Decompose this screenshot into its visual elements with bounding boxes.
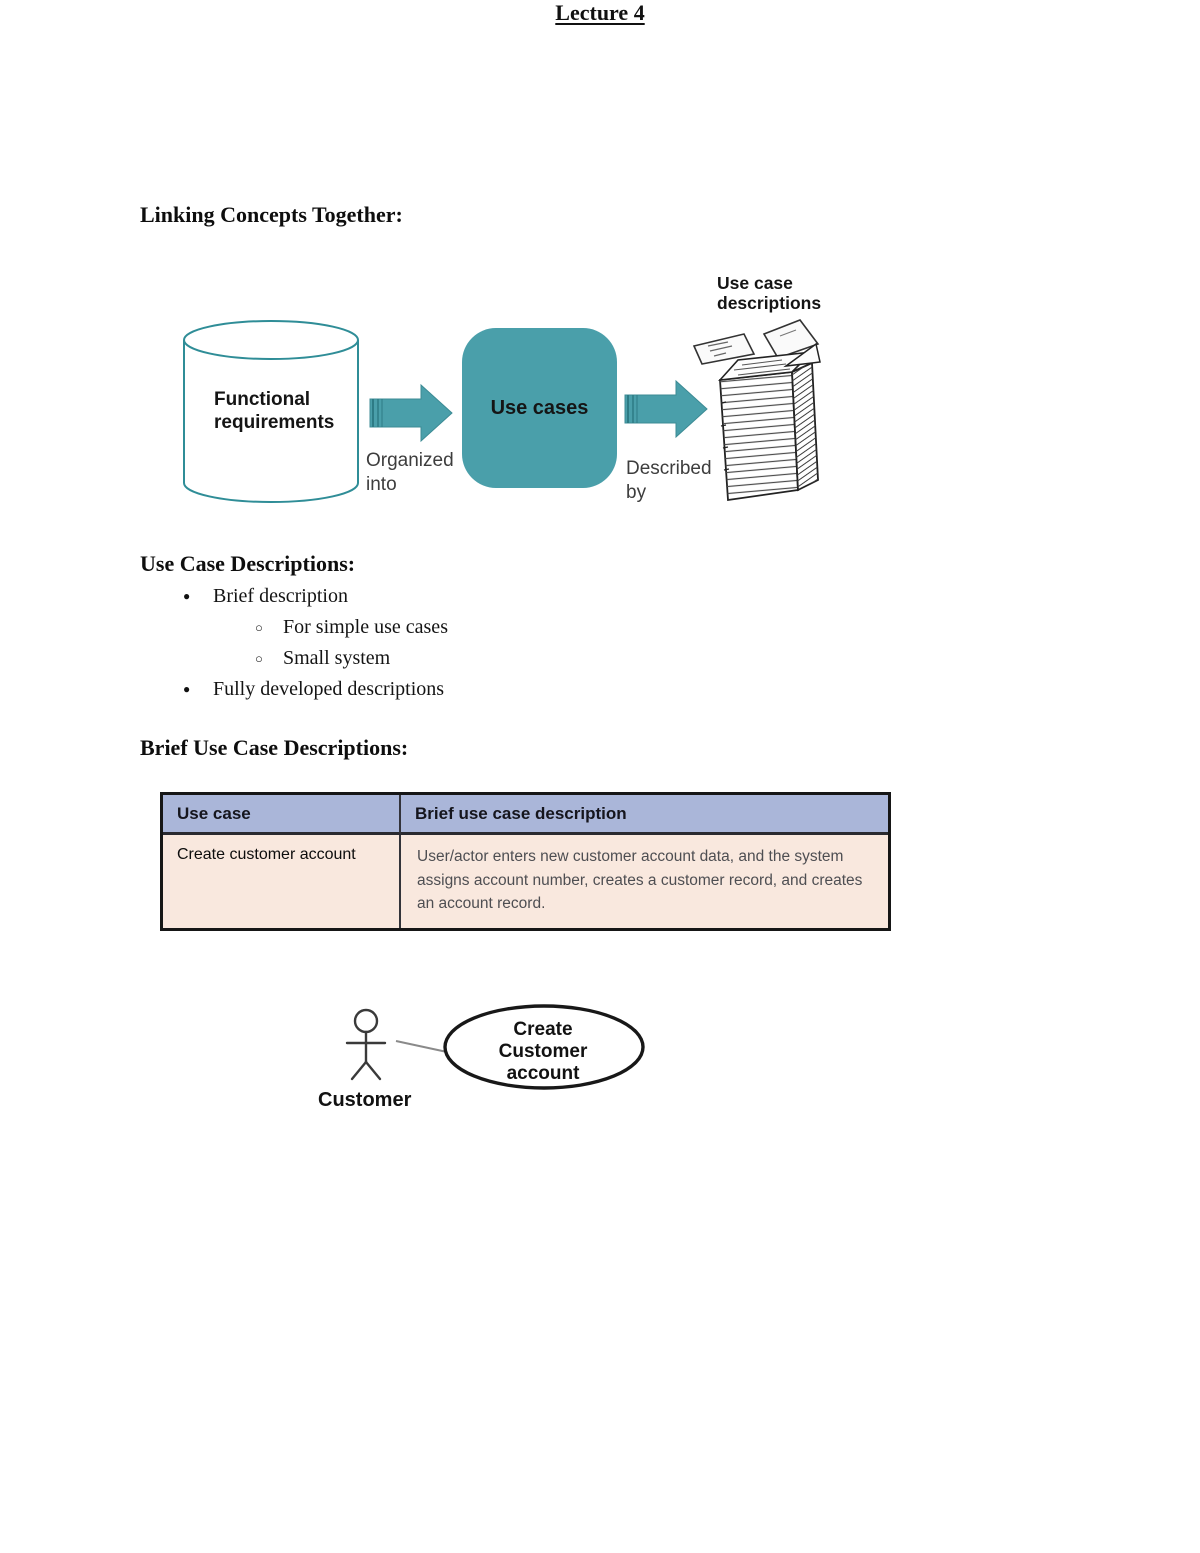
list-item: For simple use cases	[183, 612, 703, 643]
arrow-right-icon	[624, 379, 708, 439]
cylinder-top	[183, 320, 359, 360]
list-item-label: For simple use cases	[283, 616, 448, 638]
arrow-right-icon	[369, 383, 453, 443]
list-item: Fully developed descriptions	[183, 674, 703, 705]
use-case-ellipse-label: Create Customer account	[498, 1019, 588, 1084]
table-header-description: Brief use case description	[401, 795, 888, 835]
actor-label: Customer	[318, 1089, 412, 1111]
table-cell-description: User/actor enters new customer account d…	[401, 835, 888, 928]
list-item: Brief description	[183, 581, 703, 612]
association-line	[395, 1040, 448, 1053]
table-cell-use-case: Create customer account	[163, 835, 401, 928]
list-item-label: Small system	[283, 647, 391, 669]
loose-sheet-icon	[692, 333, 756, 365]
use-case-descriptions-list: Brief description For simple use cases S…	[183, 581, 703, 705]
uml-diagram-shapes	[345, 1004, 645, 1090]
actor-stick-figure-icon	[345, 1008, 387, 1081]
stack-body	[717, 342, 821, 502]
list-item-label: Fully developed descriptions	[213, 678, 445, 700]
page-title: Lecture 4	[555, 0, 645, 25]
brief-use-case-table: Use case Brief use case description Crea…	[160, 792, 891, 931]
use-case-ellipse	[443, 1004, 645, 1090]
list-item: Small system	[183, 643, 703, 674]
cylinder-body	[183, 340, 359, 503]
described-by-caption: Described by	[626, 458, 712, 503]
use-cases-label: Use cases	[490, 396, 589, 419]
loose-sheet-icon	[762, 319, 820, 359]
heading-brief-use-case-descriptions: Brief Use Case Descriptions:	[140, 735, 409, 760]
heading-use-case-descriptions: Use Case Descriptions:	[140, 551, 356, 576]
list-item-label: Brief description	[213, 585, 348, 607]
use-cases-box: Use cases	[462, 328, 617, 488]
use-case-descriptions-label: Use case descriptions	[717, 273, 822, 313]
heading-linking-concepts: Linking Concepts Together:	[140, 202, 403, 227]
uml-use-case-diagram: Create Customer account Customer	[300, 995, 680, 1135]
functional-requirements-cylinder-icon	[183, 320, 359, 503]
organized-into-caption: Organized into	[366, 450, 454, 495]
paper-stack-icon	[692, 319, 821, 502]
table-header-use-case: Use case	[163, 795, 401, 835]
functional-requirements-label: Functional requirements	[214, 389, 335, 433]
